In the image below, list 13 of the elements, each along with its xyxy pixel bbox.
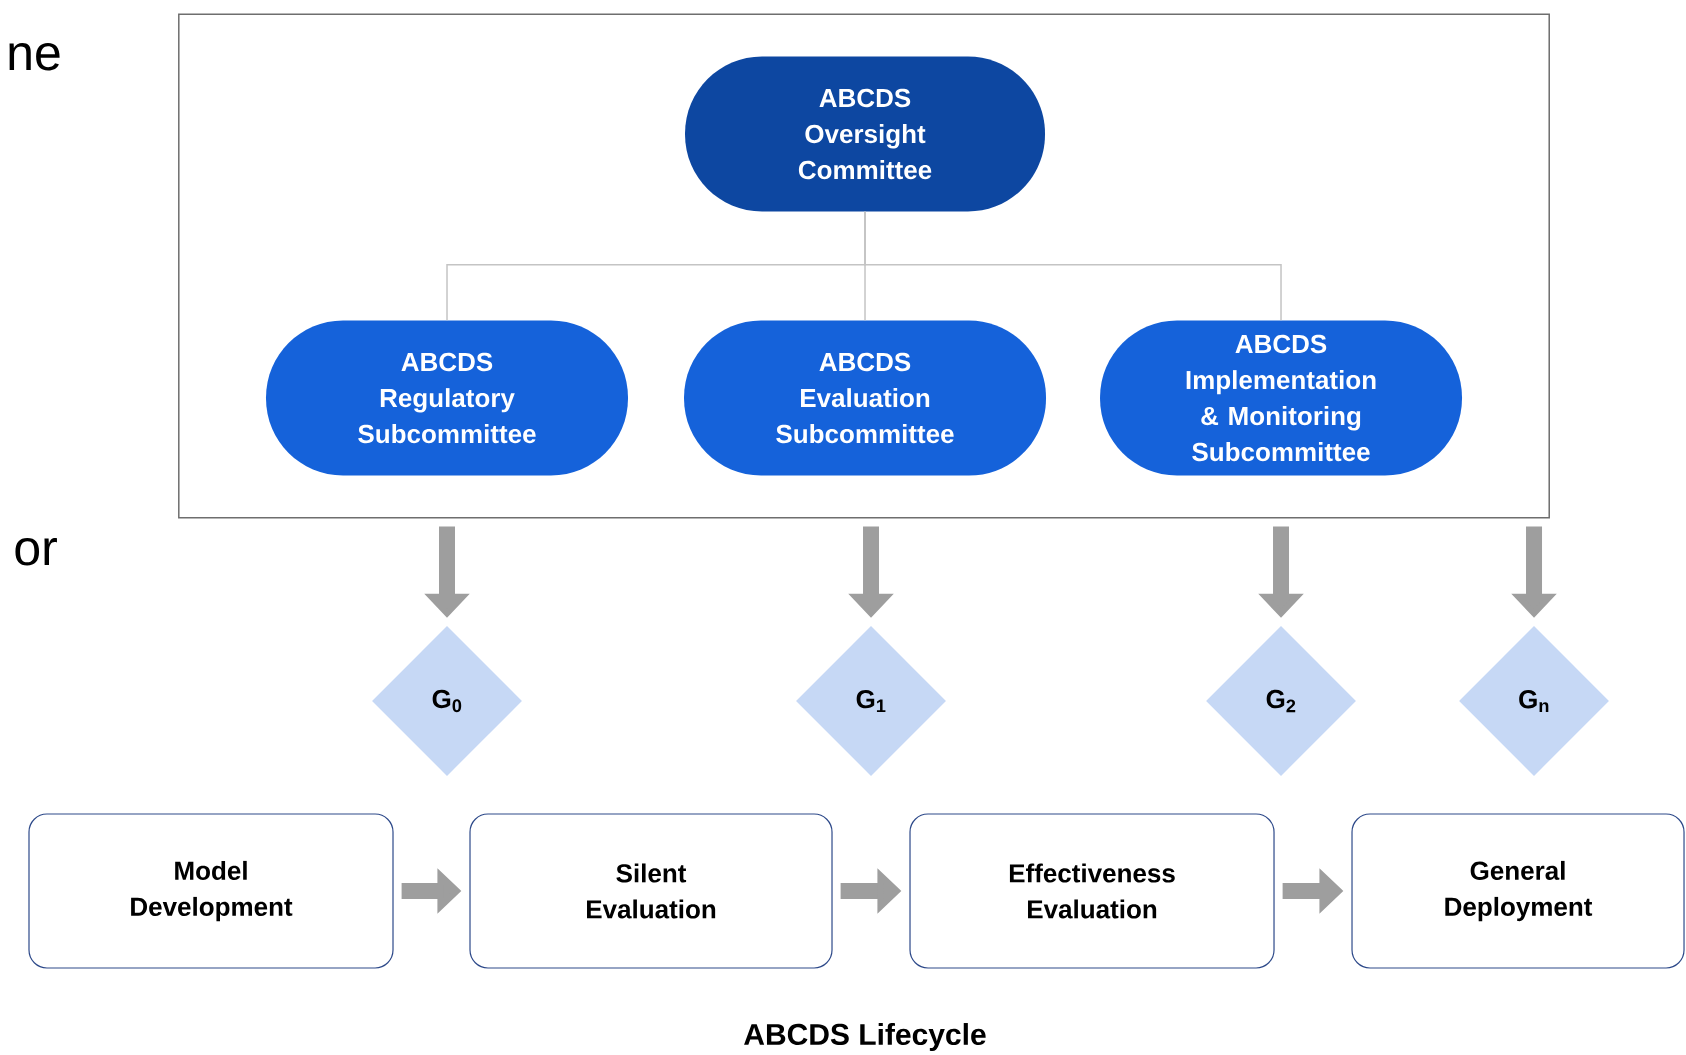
subcommittee-pill: ABCDS Implementation & Monitoring Subcommittee <box>1100 320 1462 476</box>
committee-frame <box>178 13 1550 519</box>
text-fragment: ne <box>9 43 60 71</box>
subcommittee-pill: ABCDS Evaluation Subcommittee <box>684 320 1046 476</box>
stage-box: Silent Evaluation <box>469 813 833 969</box>
subcommittee-pill: ABCDS Regulatory Subcommittee <box>266 320 628 476</box>
caption: ABCDS Lifecycle <box>744 1023 986 1051</box>
stage-box: General Deployment <box>1351 813 1685 969</box>
connector-line <box>864 210 1282 322</box>
text-fragment: or <box>15 538 57 566</box>
stage-box: Effectiveness Evaluation <box>909 813 1275 969</box>
committee-pill: ABCDS Oversight Committee <box>685 56 1045 212</box>
stage-box: Model Development <box>28 813 394 969</box>
